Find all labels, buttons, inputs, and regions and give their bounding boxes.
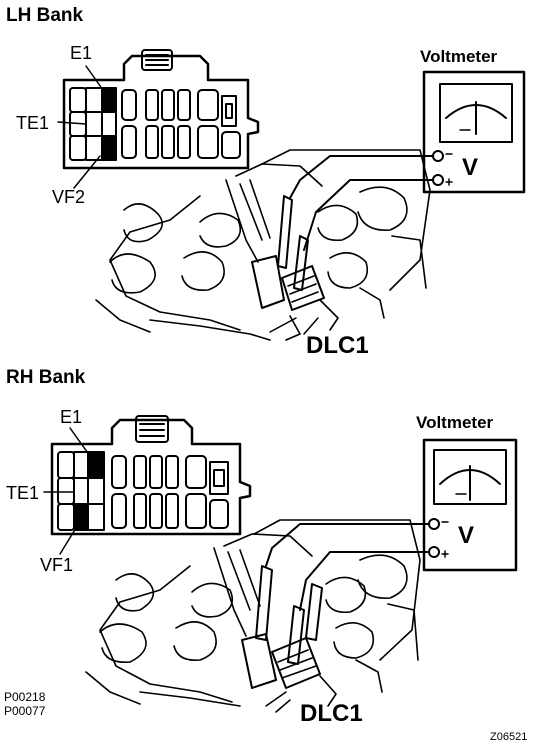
rh-pin-te1-label: TE1	[6, 483, 40, 503]
lh-connector-diagram	[57, 49, 260, 189]
lh-pin-vf2-label: VF2	[52, 187, 86, 207]
rh-voltmeter-unit: V	[458, 522, 475, 549]
rh-voltmeter-label: Voltmeter	[416, 413, 494, 432]
lh-voltmeter	[422, 70, 526, 194]
figure-id: Z06521	[490, 731, 528, 743]
rh-pin-vf1-label: VF1	[40, 555, 74, 575]
rh-dlc1-label: DLC1	[300, 700, 363, 727]
ref-code-2: P00077	[4, 704, 46, 718]
rh-engine-illustration	[85, 519, 430, 713]
lh-bank-title: LH Bank	[6, 5, 84, 26]
rh-pin-e1-label: E1	[60, 407, 83, 427]
rh-voltmeter	[422, 438, 518, 572]
ref-code-1: P00218	[4, 690, 46, 704]
lh-voltmeter-label: Voltmeter	[420, 47, 498, 66]
rh-connector-diagram	[43, 415, 252, 555]
lh-dlc1-label: DLC1	[306, 332, 369, 359]
rh-bank-title: RH Bank	[6, 367, 86, 388]
lh-engine-illustration	[95, 149, 434, 341]
lh-voltmeter-unit: V	[462, 154, 479, 181]
lh-pin-te1-label: TE1	[16, 113, 50, 133]
lh-pin-e1-label: E1	[70, 43, 93, 63]
